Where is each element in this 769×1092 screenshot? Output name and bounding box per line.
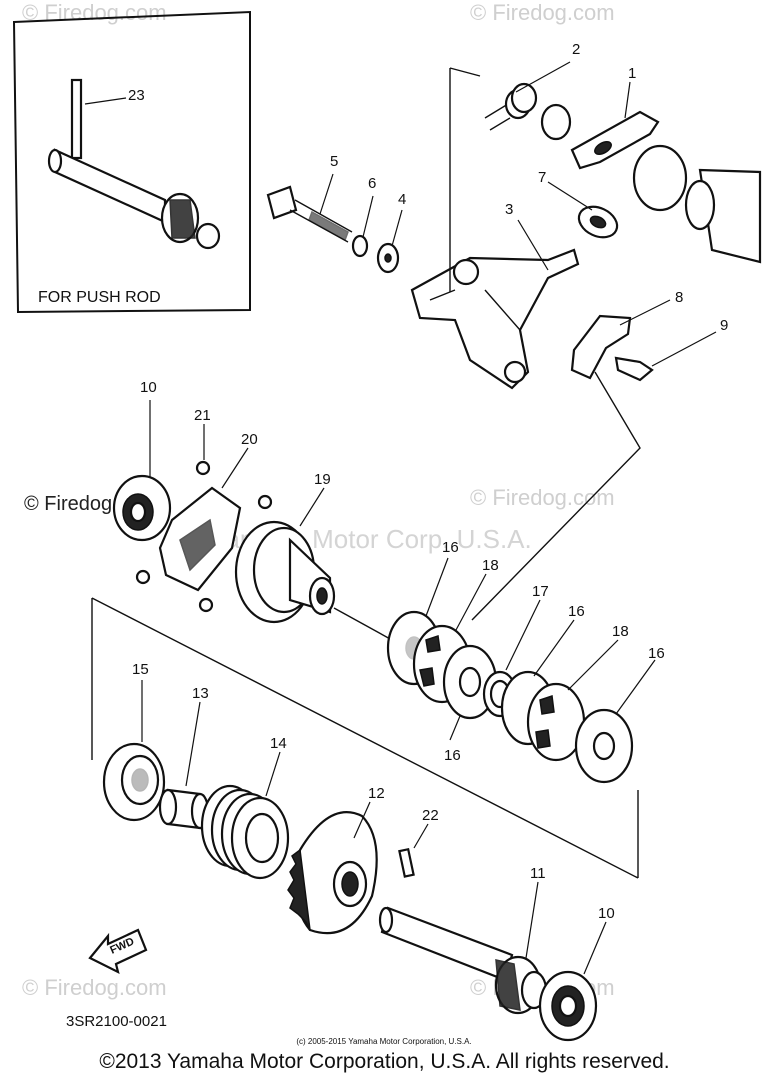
callout-15: 15 bbox=[132, 661, 149, 678]
part-code: 3SR2100-0021 bbox=[66, 1013, 167, 1030]
callout-20: 20 bbox=[241, 431, 258, 448]
callout-16-a: 16 bbox=[442, 539, 459, 556]
callout-6: 6 bbox=[368, 175, 376, 192]
callout-22: 22 bbox=[422, 807, 439, 824]
callout-4: 4 bbox=[398, 191, 406, 208]
callout-11: 11 bbox=[530, 865, 546, 882]
callout-19: 19 bbox=[314, 471, 331, 488]
watermark-top-right: © Firedog.com bbox=[470, 0, 615, 25]
footer-copyright: ©2013 Yamaha Motor Corporation, U.S.A. A… bbox=[99, 1050, 670, 1073]
callout-8: 8 bbox=[675, 289, 683, 306]
inset-caption: FOR PUSH ROD bbox=[38, 289, 161, 306]
plate-stack bbox=[386, 557, 656, 784]
callout-16-c: 16 bbox=[648, 645, 665, 662]
watermark-mid-right: © Firedog.com bbox=[470, 485, 615, 510]
callout-2: 2 bbox=[572, 41, 580, 58]
callout-17: 17 bbox=[532, 583, 549, 600]
callout-23: 23 bbox=[128, 87, 145, 104]
callout-18-b: 18 bbox=[612, 623, 629, 640]
callout-5: 5 bbox=[330, 153, 338, 170]
callout-1: 1 bbox=[628, 65, 636, 82]
callout-16-d: 16 bbox=[444, 747, 461, 764]
callout-10-lower: 10 bbox=[598, 905, 615, 922]
callout-7: 7 bbox=[538, 169, 546, 186]
callout-3: 3 bbox=[505, 201, 513, 218]
push-rod-inset: FOR PUSH ROD 23 bbox=[12, 10, 251, 314]
watermark-bottom-left: © Firedog.com bbox=[22, 975, 167, 1000]
source-line: (c) 2005-2015 Yamaha Motor Corporation, … bbox=[296, 1037, 471, 1046]
callout-18-a: 18 bbox=[482, 557, 499, 574]
callout-12: 12 bbox=[368, 785, 385, 802]
callout-16-b: 16 bbox=[568, 603, 585, 620]
middle-group bbox=[112, 400, 393, 641]
callout-10-upper: 10 bbox=[140, 379, 157, 396]
callout-14: 14 bbox=[270, 735, 287, 752]
callout-13: 13 bbox=[192, 685, 209, 702]
callout-21: 21 bbox=[194, 407, 211, 424]
callout-9: 9 bbox=[720, 317, 728, 334]
linkage-group bbox=[266, 61, 762, 621]
bottom-group bbox=[88, 597, 639, 1042]
